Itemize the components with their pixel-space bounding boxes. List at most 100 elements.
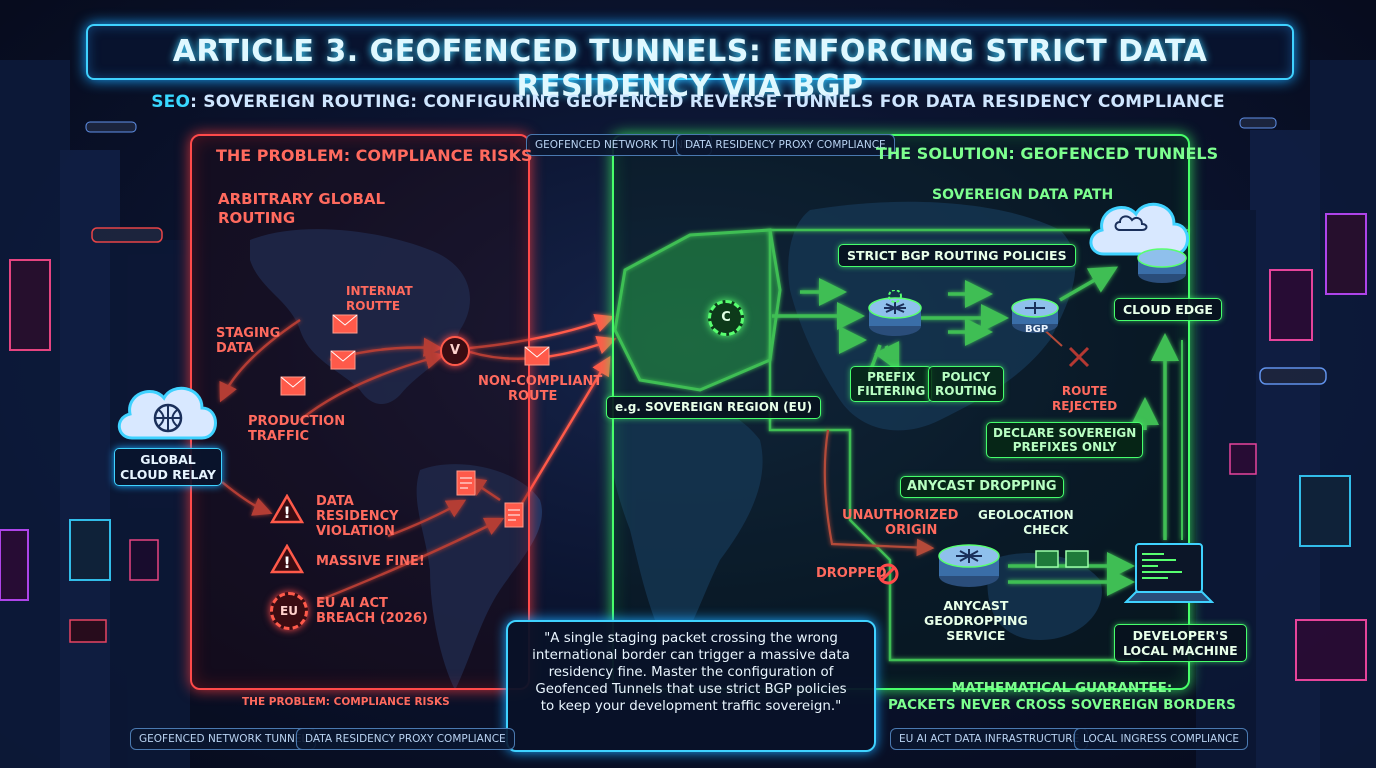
- route-rejected-label: ROUTE REJECTED: [1052, 384, 1117, 414]
- left-cityscape: [0, 60, 190, 768]
- cloud-edge-icon: [1089, 202, 1189, 283]
- seo-text: : SOVEREIGN ROUTING: CONFIGURING GEOFENC…: [190, 92, 1225, 112]
- rejected-line-2: REJECTED: [1052, 399, 1118, 413]
- quote-line-1: "A single staging packet crossing the wr…: [544, 631, 838, 646]
- global-cloud-relay-label: GLOBAL CLOUD RELAY: [114, 448, 222, 486]
- dev-line-2: LOCAL MACHINE: [1123, 643, 1238, 658]
- production-line-2: TRAFFIC: [248, 429, 310, 444]
- policy-line-1: POLICY: [941, 370, 991, 384]
- tag-eu-ai-act-data-infrastructure: EU AI ACT DATA INFRASTRUCTURE: [890, 728, 1089, 750]
- declare-sovereign-prefixes-label: DECLARE SOVEREIGN PREFIXES ONLY: [986, 422, 1144, 458]
- massive-fine-label: MASSIVE FINE!: [316, 554, 425, 569]
- laptop-icon: [1124, 543, 1214, 603]
- eu-gear-icon: EU: [270, 592, 308, 630]
- internet-route-line-1: INTERNAT: [346, 284, 413, 298]
- router-icon: [868, 290, 922, 336]
- noncompliant-line-2: ROUTE: [508, 389, 558, 404]
- violation-line-1: DATA: [316, 494, 354, 509]
- strict-bgp-policies-label: STRICT BGP ROUTING POLICIES: [838, 244, 1076, 267]
- prohibited-icon: [877, 563, 899, 585]
- declare-line-2: PREFIXES ONLY: [1012, 440, 1117, 454]
- problem-header: THE PROBLEM: COMPLIANCE RISKS: [216, 146, 533, 165]
- warning-icon: !: [270, 494, 304, 524]
- sovereign-boundary: [768, 228, 1140, 662]
- noncompliant-line-1: NON-COMPLIANT: [478, 374, 603, 389]
- envelope-icon: [332, 314, 358, 334]
- document-icon: [456, 470, 476, 496]
- prefix-line-1: PREFIX: [867, 370, 916, 384]
- production-traffic-label: PRODUCTION TRAFFIC: [248, 414, 345, 444]
- warning-icon: !: [270, 544, 304, 574]
- cloud-edge-label: CLOUD EDGE: [1114, 298, 1222, 321]
- data-residency-violation-label: DATA RESIDENCY VIOLATION: [316, 494, 399, 539]
- staging-line-2: DATA: [216, 341, 254, 356]
- quote-line-5: to keep your development traffic soverei…: [540, 699, 842, 714]
- geo-line-1: GEOLOCATION: [978, 508, 1074, 522]
- breach-line-1: EU AI ACT: [316, 596, 388, 611]
- prefix-line-2: FILTERING: [857, 384, 926, 398]
- dev-line-1: DEVELOPER'S: [1132, 628, 1229, 643]
- tag-geofenced-network-tunnel-top: GEOFENCED NETWORK TUNNEL: [526, 134, 713, 156]
- policy-line-2: ROUTING: [935, 384, 997, 398]
- tag-data-residency-proxy-bottom: DATA RESIDENCY PROXY COMPLIANCE: [296, 728, 515, 750]
- declare-line-1: DECLARE SOVEREIGN: [993, 426, 1137, 440]
- service-line-3: SERVICE: [946, 628, 1006, 643]
- envelope-icon: [280, 376, 306, 396]
- policy-routing-label: POLICY ROUTING: [928, 366, 1004, 402]
- prefix-filtering-label: PREFIX FILTERING: [850, 366, 933, 402]
- mathematical-guarantee-label: MATHEMATICAL GUARANTEE: PACKETS NEVER CR…: [888, 680, 1236, 714]
- problem-subheader: ARBITRARY GLOBAL ROUTING: [218, 190, 385, 228]
- anycast-geodropping-service-label: ANYCAST GEODROPPING SERVICE: [924, 598, 1028, 643]
- non-compliant-route-label: NON-COMPLIANT ROUTE: [478, 374, 602, 404]
- subheader-line-1: ARBITRARY GLOBAL: [218, 190, 386, 208]
- envelope-icon: [524, 346, 550, 366]
- tag-data-residency-proxy-top: DATA RESIDENCY PROXY COMPLIANCE: [676, 134, 895, 156]
- cloud-icon: [117, 386, 217, 440]
- geo-line-2: CHECK: [1023, 523, 1069, 537]
- violation-line-2: RESIDENCY: [316, 509, 399, 524]
- developer-local-machine-label: DEVELOPER'S LOCAL MACHINE: [1114, 624, 1247, 662]
- unauth-line-1: UNAUTHORIZED: [842, 508, 959, 523]
- sovereign-region-label: e.g. SOVEREIGN REGION (EU): [606, 396, 822, 419]
- sovereign-region-icon: C: [708, 300, 744, 336]
- service-line-1: ANYCAST: [943, 598, 1009, 613]
- tag-geofenced-network-tunnel-bottom: GEOFENCED NETWORK TUNNEL: [130, 728, 317, 750]
- internet-route-label: INTERNAT ROUTTE: [346, 284, 413, 314]
- problem-panel: [190, 134, 530, 690]
- title-banner: ARTICLE 3. GEOFENCED TUNNELS: ENFORCING …: [86, 24, 1294, 104]
- document-icon: [504, 502, 524, 528]
- bgp-router-icon: [1011, 298, 1059, 333]
- relay-line-1: GLOBAL: [140, 452, 196, 467]
- tag-local-ingress-compliance: LOCAL INGRESS COMPLIANCE: [1074, 728, 1249, 750]
- internet-route-line-2: ROUTTE: [346, 299, 401, 313]
- bgp-label: BGP: [1025, 324, 1049, 335]
- dropped-label: DROPPED: [816, 566, 887, 581]
- problem-footer: THE PROBLEM: COMPLIANCE RISKS: [242, 696, 450, 708]
- router-icon: V: [440, 336, 470, 366]
- anycast-dropping-label: ANYCAST DROPPING: [900, 476, 1064, 498]
- relay-line-2: CLOUD RELAY: [120, 467, 216, 482]
- packet-icons: [1035, 550, 1089, 568]
- anycast-router-icon: [938, 544, 1000, 587]
- rejected-line-1: ROUTE: [1061, 384, 1108, 398]
- guarantee-line-2: PACKETS NEVER CROSS SOVEREIGN BORDERS: [888, 697, 1236, 713]
- guarantee-line-1: MATHEMATICAL GUARANTEE:: [951, 680, 1173, 696]
- production-line-1: PRODUCTION: [248, 414, 346, 429]
- page-title: ARTICLE 3. GEOFENCED TUNNELS: ENFORCING …: [172, 34, 1208, 104]
- subheader-line-2: ROUTING: [218, 209, 296, 227]
- seo-subtitle: SEO: SOVEREIGN ROUTING: CONFIGURING GEOF…: [0, 92, 1376, 112]
- seo-key: SEO: [151, 92, 191, 112]
- unauthorized-origin-label: UNAUTHORIZED ORIGIN: [842, 508, 958, 538]
- svg-text:!: !: [283, 503, 290, 522]
- sovereign-data-path-label: SOVEREIGN DATA PATH: [932, 187, 1114, 203]
- quote-box: "A single staging packet crossing the wr…: [506, 620, 876, 752]
- svg-text:!: !: [283, 553, 290, 572]
- quote-line-3: residency fine. Master the configuration…: [548, 665, 834, 680]
- geolocation-check-label: GEOLOCATION CHECK: [978, 508, 1074, 538]
- service-line-2: GEODROPPING: [924, 613, 1028, 628]
- violation-line-3: VIOLATION: [316, 524, 395, 539]
- envelope-icon: [330, 350, 356, 370]
- unauth-line-2: ORIGIN: [885, 523, 938, 538]
- breach-line-2: BREACH (2026): [316, 611, 428, 626]
